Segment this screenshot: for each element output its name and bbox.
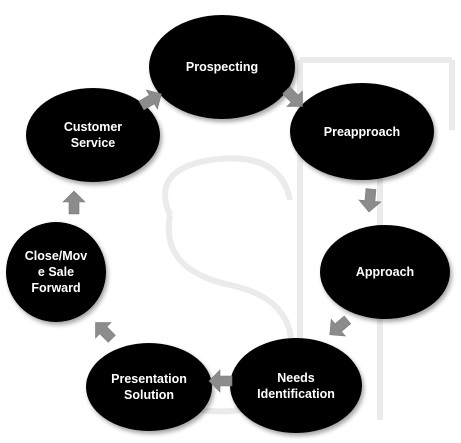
step-customer-service: Customer Service <box>26 88 160 182</box>
step-presentation-solution: Presentation Solution <box>86 343 212 431</box>
step-needs-identification: Needs Identification <box>230 338 362 433</box>
step-presentation-solution-label: Presentation Solution <box>111 372 187 402</box>
step-prospecting: Prospecting <box>149 15 295 119</box>
step-approach: Approach <box>320 225 450 319</box>
step-needs-identification-label: Needs Identification <box>257 370 335 401</box>
step-close-move-sale-forward-label: Close/Mov e Sale Forward <box>24 249 88 295</box>
step-preapproach-label: Preapproach <box>323 124 401 139</box>
step-prospecting-label: Prospecting <box>185 60 259 74</box>
step-customer-service-label: Customer Service <box>63 120 123 150</box>
step-approach-label: Approach <box>355 265 415 279</box>
step-close-move-sale-forward: Close/Mov e Sale Forward <box>6 222 106 322</box>
step-preapproach: Preapproach <box>290 83 434 180</box>
